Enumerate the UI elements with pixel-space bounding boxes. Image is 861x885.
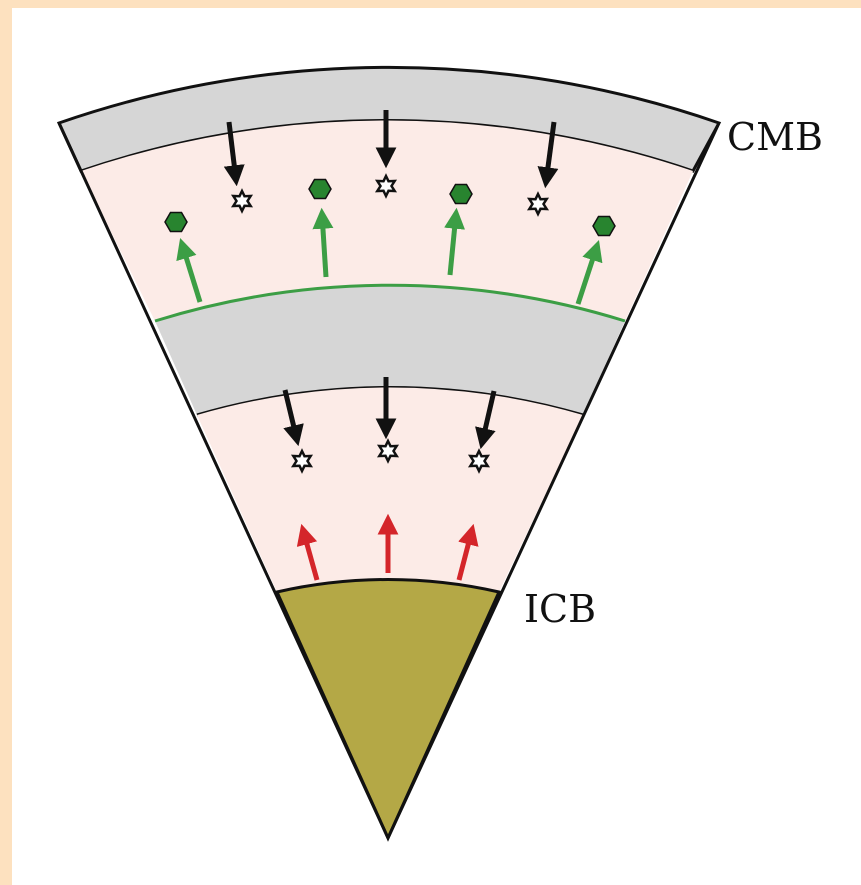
star-burst-icon bbox=[374, 173, 398, 199]
star-burst-icon bbox=[376, 438, 400, 464]
lower-star-particles bbox=[290, 438, 491, 474]
hexagon-icon bbox=[308, 178, 332, 200]
hexagon-icon bbox=[592, 215, 616, 237]
star-burst-icon bbox=[290, 448, 314, 474]
sinking-arrow bbox=[537, 121, 559, 189]
rising-arrow bbox=[176, 237, 203, 303]
icb-label: ICB bbox=[524, 587, 596, 631]
hexagon-icon bbox=[164, 211, 188, 233]
hexagon-icon bbox=[449, 183, 473, 205]
hexagon-particles bbox=[164, 178, 616, 237]
rising-arrow bbox=[456, 523, 479, 581]
star-burst-icon bbox=[467, 448, 491, 474]
star-burst-icon bbox=[230, 188, 254, 214]
rising-arrow bbox=[575, 240, 603, 305]
wedge-outline bbox=[57, 122, 721, 842]
sinking-arrow bbox=[475, 390, 497, 450]
mid-sinking-arrows bbox=[282, 377, 497, 450]
upper-star-particles bbox=[230, 173, 550, 217]
rising-arrow bbox=[444, 207, 466, 276]
sinking-arrow bbox=[223, 121, 245, 187]
inner-core bbox=[274, 578, 502, 842]
rising-arrow bbox=[312, 207, 334, 278]
rising-arrow bbox=[296, 523, 320, 581]
light-element-rising-arrows bbox=[176, 207, 603, 305]
star-burst-icon bbox=[526, 191, 550, 217]
sinking-arrow bbox=[282, 389, 304, 447]
mid-layer-top-boundary bbox=[154, 283, 626, 323]
mid-stable-layer bbox=[155, 285, 625, 415]
cmb-label: CMB bbox=[727, 115, 823, 159]
cmb-sinking-arrows bbox=[223, 110, 559, 189]
icb-rising-arrows bbox=[296, 513, 479, 581]
